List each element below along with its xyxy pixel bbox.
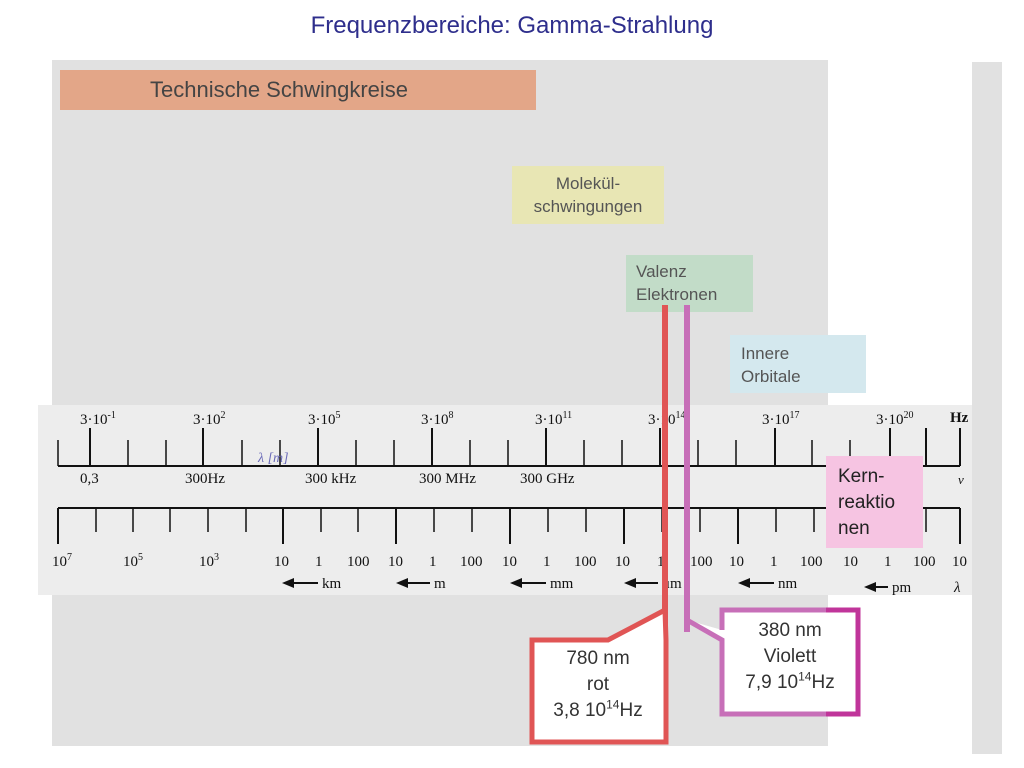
freq-label-6: 3·1014 [648, 410, 686, 428]
freq-symbol: ν [958, 472, 964, 487]
box-molekuelschwingungen: Molekül- schwingungen [512, 166, 664, 224]
lambda-num-8: 1 [543, 554, 551, 570]
lambda-label-1e3: 103 [199, 552, 219, 570]
unit-nm: nm [778, 576, 798, 592]
freq-label-1: 3·10-1 [80, 410, 116, 428]
lambda-num-17: 1 [884, 554, 892, 570]
arrow-mm: mm [510, 576, 574, 592]
box-valenz-elektronen: Valenz Elektronen [626, 255, 753, 312]
frequency-minor-ticks [57, 440, 851, 466]
arrow-nm: nm [738, 576, 798, 592]
lambda-axis-label: λ [m] [257, 451, 289, 466]
box-molekuel-line2: schwingungen [533, 197, 643, 216]
unit-km: km [322, 576, 342, 592]
lambda-num-1: 10 [274, 554, 289, 570]
page-title: Frequenzbereiche: Gamma-Strahlung [310, 12, 714, 39]
lambda-num-5: 1 [429, 554, 437, 570]
box-innere-orbitale: Innere Orbitale [730, 335, 866, 393]
lambda-num-2: 1 [315, 554, 323, 570]
lambda-symbol: λ [953, 580, 961, 596]
main-panel [52, 60, 828, 746]
box-kern-line3: nen [838, 518, 870, 539]
unit-m: m [434, 576, 446, 592]
arrow-um: μm [624, 576, 682, 592]
lambda-unit-arrows: km m mm μm nm pm λ [282, 576, 961, 596]
unit-mm: mm [550, 576, 574, 592]
freq-word-2: 300Hz [185, 471, 225, 487]
freq-word-4: 300 MHz [419, 471, 476, 487]
side-panel [972, 62, 1002, 754]
box-valenz-line2: Elektronen [636, 285, 718, 304]
lambda-num-7: 10 [502, 554, 517, 570]
lambda-label-1e7: 107 [52, 552, 72, 570]
callout-red-frequency: 3,8 1014Hz [553, 697, 643, 721]
freq-label-4: 3·108 [421, 410, 454, 428]
callout-red-text: 780 nm rot 3,8 1014Hz [543, 646, 653, 724]
freq-label-3: 3·105 [308, 410, 341, 428]
box-innere-line2: Orbitale [741, 367, 801, 386]
callout-red-color: rot [586, 674, 610, 695]
freq-label-8: 3·1020 [876, 410, 914, 428]
lambda-num-4: 10 [388, 554, 403, 570]
freq-unit-label: Hz [950, 410, 969, 426]
callout-violet-text: 380 nm Violett 7,9 1014Hz [730, 618, 850, 696]
freq-label-7: 3·1017 [762, 410, 800, 428]
arrow-m: m [396, 576, 446, 592]
wavelength-minor-ticks [95, 508, 927, 532]
lambda-num-11: 1 [657, 554, 665, 570]
callout-violet-color: Violett [763, 646, 817, 667]
spectrum-scale-background [38, 405, 972, 595]
lambda-num-6: 100 [460, 554, 483, 570]
lambda-num-18: 100 [913, 554, 936, 570]
box-kern-line2: reaktio [838, 492, 896, 513]
lambda-num-10: 10 [615, 554, 630, 570]
lambda-num-12: 100 [690, 554, 713, 570]
arrow-pm: pm [864, 580, 912, 596]
callout-red-wavelength: 780 nm [566, 648, 630, 669]
freq-word-1: 0,3 [80, 471, 99, 487]
box-kern-line1: Kern- [838, 466, 885, 487]
box-valenz-line1: Valenz [636, 262, 687, 281]
callout-red-shape [529, 605, 669, 745]
box-innere-line1: Innere [741, 344, 790, 363]
freq-label-2: 3·102 [193, 410, 226, 428]
lambda-num-3: 100 [347, 554, 370, 570]
freq-label-5: 3·1011 [535, 410, 572, 428]
callout-violet-frequency: 7,9 1014Hz [745, 669, 835, 693]
wavelength-major-ticks [57, 508, 961, 544]
freq-word-5: 300 GHz [520, 471, 575, 487]
lambda-num-9: 100 [574, 554, 597, 570]
lambda-num-14: 1 [770, 554, 778, 570]
lambda-num-13: 10 [729, 554, 744, 570]
lambda-num-19: 10 [952, 554, 967, 570]
box-kernreaktionen: Kern- reaktio nen [826, 456, 923, 548]
callout-violet-wavelength: 380 nm [758, 620, 822, 641]
lambda-number-labels: 10 1 100 10 1 100 10 1 100 10 1 100 10 1… [274, 554, 967, 570]
callout-violet-border-accent [826, 607, 861, 717]
freq-word-3: 300 kHz [305, 471, 357, 487]
lambda-num-15: 100 [800, 554, 823, 570]
box-molekuel-line1: Molekül- [555, 174, 621, 193]
lambda-label-1e5: 105 [123, 552, 143, 570]
box-technische-schwingkreise: Technische Schwingkreise [60, 70, 536, 110]
lambda-num-16: 10 [843, 554, 858, 570]
arrow-km: km [282, 576, 342, 592]
unit-pm: pm [892, 580, 912, 596]
